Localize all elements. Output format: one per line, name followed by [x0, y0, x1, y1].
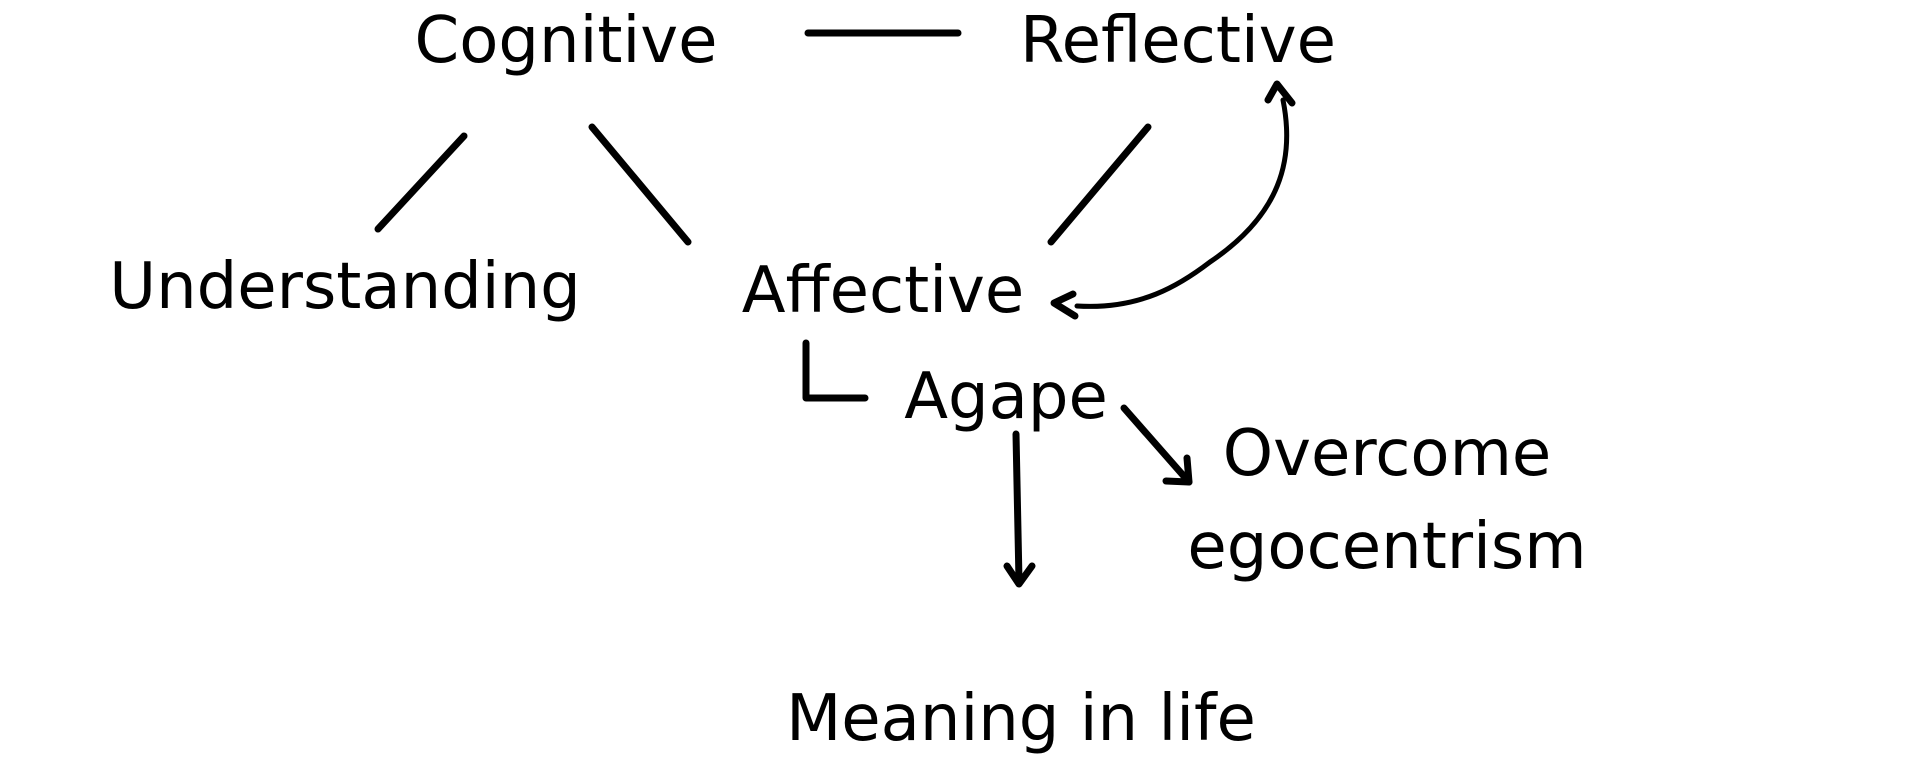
- edge-agape-meaning: [1012, 430, 1023, 585]
- arrowhead-to-affective: [1050, 290, 1079, 320]
- arrowhead-to-reflective: [1264, 80, 1296, 107]
- arrowhead-to-meaning: [1003, 562, 1036, 588]
- edge-cognitive-affective: [588, 123, 692, 246]
- curved-double-arrow-affective-reflective: [1074, 97, 1290, 309]
- edge-reflective-affective: [1047, 123, 1152, 246]
- node-understanding: Understanding: [109, 250, 581, 324]
- node-affective: Affective: [742, 254, 1025, 328]
- arrowhead-to-overcome: [1162, 454, 1193, 486]
- node-meaning-in-life: Meaning in life: [786, 682, 1256, 756]
- elbow-affective-agape: [802, 339, 869, 402]
- node-reflective: Reflective: [1020, 4, 1336, 78]
- node-overcome-line1: Overcome: [1223, 417, 1552, 491]
- edge-agape-overcome: [1120, 404, 1193, 486]
- node-overcome-line2: egocentrism: [1187, 510, 1586, 584]
- node-cognitive: Cognitive: [415, 4, 718, 78]
- node-agape: Agape: [904, 360, 1108, 434]
- edge-cognitive-understanding: [374, 132, 468, 233]
